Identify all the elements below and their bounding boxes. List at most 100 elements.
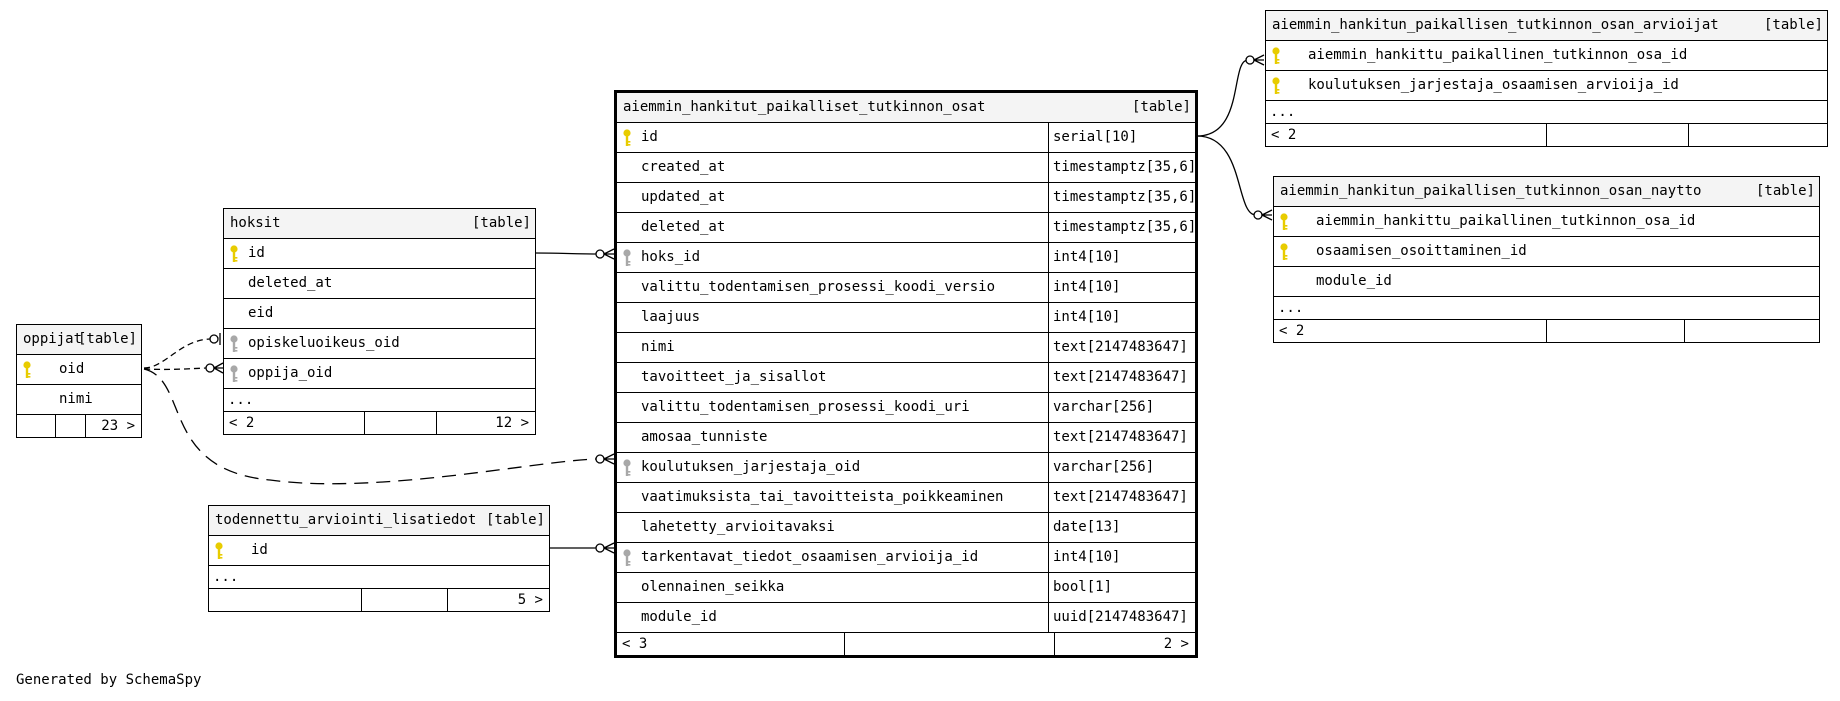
primary-key-icon xyxy=(1271,47,1281,65)
parents-count-link[interactable]: < 2 xyxy=(1279,323,1305,339)
primary-key-icon xyxy=(214,542,224,560)
foreign-key-icon xyxy=(622,459,632,477)
column-row: deleted_at xyxy=(224,269,535,299)
column-row: koulutuksen_jarjestaja_osaamisen_arvioij… xyxy=(1266,71,1827,101)
column-row: osaamisen_osoittaminen_id xyxy=(1274,237,1819,267)
children-count-link[interactable]: 5 > xyxy=(517,592,543,608)
column-name: id xyxy=(248,245,265,261)
table-name[interactable]: todennettu_arviointi_lisatiedot xyxy=(215,512,477,528)
children-count-link[interactable]: 2 > xyxy=(1163,636,1189,652)
table-type-tag: [table] xyxy=(1763,17,1823,33)
table-footer: < 3 2 > xyxy=(617,633,1195,655)
column-type: int4[10] xyxy=(1048,543,1120,572)
parents-count-link[interactable]: < 3 xyxy=(622,636,648,652)
column-row: opiskeluoikeus_oid xyxy=(224,329,535,359)
edge-oppijat-hoksit-oppija xyxy=(143,362,224,374)
table-main: aiemmin_hankitut_paikalliset_tutkinnon_o… xyxy=(614,90,1198,658)
column-row: nimi xyxy=(17,385,141,415)
footer-separator xyxy=(436,412,437,434)
footer-separator xyxy=(364,412,365,434)
more-columns-ellipsis: ... xyxy=(209,566,549,589)
edge-main-naytto xyxy=(1196,135,1273,221)
column-row: tarkentavat_tiedot_osaamisen_arvioija_id… xyxy=(617,543,1195,573)
column-row: oid xyxy=(17,355,141,385)
children-count-link[interactable]: 23 > xyxy=(101,418,135,434)
column-name: tavoitteet_ja_sisallot xyxy=(641,369,827,385)
parents-count-link[interactable]: < 2 xyxy=(1271,127,1297,143)
children-count-link[interactable]: 12 > xyxy=(495,415,529,431)
primary-key-icon xyxy=(622,129,632,147)
column-row: hoks_id int4[10] xyxy=(617,243,1195,273)
column-name: laajuus xyxy=(641,309,701,325)
column-type: serial[10] xyxy=(1048,123,1137,152)
column-name: created_at xyxy=(641,159,726,175)
more-columns-ellipsis: ... xyxy=(224,389,535,412)
footer-separator xyxy=(1054,633,1055,655)
column-name: valittu_todentamisen_prosessi_koodi_uri xyxy=(641,399,970,415)
table-name[interactable]: hoksit xyxy=(230,215,281,231)
column-name: koulutuksen_jarjestaja_osaamisen_arvioij… xyxy=(1308,77,1679,93)
column-name: nimi xyxy=(59,391,93,407)
table-header: aiemmin_hankitun_paikallisen_tutkinnon_o… xyxy=(1266,11,1827,41)
column-type: date[13] xyxy=(1048,513,1120,542)
primary-key-icon xyxy=(1279,213,1289,231)
table-footer: 5 > xyxy=(209,589,549,611)
footer-separator xyxy=(1546,124,1547,146)
column-type: int4[10] xyxy=(1048,243,1120,272)
more-columns-ellipsis: ... xyxy=(1274,297,1819,320)
table-oppijat: oppijat[table] oid nimi 23 > xyxy=(16,324,142,438)
table-todennettu: todennettu_arviointi_lisatiedot[table]id… xyxy=(208,505,550,612)
parents-count-link[interactable]: < 2 xyxy=(229,415,255,431)
column-type: varchar[256] xyxy=(1048,393,1154,422)
table-footer: 23 > xyxy=(17,415,141,437)
column-type: text[2147483647] xyxy=(1048,423,1188,452)
column-name: oid xyxy=(59,361,85,377)
footer-separator xyxy=(85,415,86,437)
table-type-tag: [table] xyxy=(471,215,531,231)
table-name[interactable]: oppijat xyxy=(23,331,83,347)
primary-key-icon xyxy=(1279,243,1289,261)
column-name: updated_at xyxy=(641,189,726,205)
foreign-key-icon xyxy=(622,249,632,267)
footer-separator xyxy=(1688,124,1689,146)
foreign-key-icon xyxy=(622,549,632,567)
column-name: id xyxy=(251,542,268,558)
column-type: varchar[256] xyxy=(1048,453,1154,482)
column-type: bool[1] xyxy=(1048,573,1112,602)
footer-separator xyxy=(447,589,448,611)
table-footer: < 2 xyxy=(1266,124,1827,146)
column-row: oppija_oid xyxy=(224,359,535,389)
column-type: text[2147483647] xyxy=(1048,363,1188,392)
table-name[interactable]: aiemmin_hankitut_paikalliset_tutkinnon_o… xyxy=(623,99,986,115)
column-row: eid xyxy=(224,299,535,329)
column-name: olennainen_seikka xyxy=(641,579,785,595)
primary-key-icon xyxy=(22,361,32,379)
footer-separator xyxy=(1684,320,1685,342)
primary-key-icon xyxy=(229,245,239,263)
primary-key-icon xyxy=(1271,77,1281,95)
column-type: timestamptz[35,6] xyxy=(1048,183,1196,212)
table-name[interactable]: aiemmin_hankitun_paikallisen_tutkinnon_o… xyxy=(1280,183,1702,199)
foreign-key-icon xyxy=(229,335,239,353)
table-name[interactable]: aiemmin_hankitun_paikallisen_tutkinnon_o… xyxy=(1272,17,1719,33)
edge-oppijat-hoksit-opiskeluoikeus xyxy=(143,333,221,369)
column-name: module_id xyxy=(1316,273,1392,289)
column-name: aiemmin_hankittu_paikallinen_tutkinnon_o… xyxy=(1308,47,1688,63)
column-name: valittu_todentamisen_prosessi_koodi_vers… xyxy=(641,279,996,295)
column-type: int4[10] xyxy=(1048,273,1120,302)
table-footer: < 2 12 > xyxy=(224,412,535,434)
column-name: deleted_at xyxy=(248,275,333,291)
column-name: aiemmin_hankittu_paikallinen_tutkinnon_o… xyxy=(1316,213,1696,229)
column-name: hoks_id xyxy=(641,249,701,265)
column-row: updated_at timestamptz[35,6] xyxy=(617,183,1196,213)
column-row: valittu_todentamisen_prosessi_koodi_uri v… xyxy=(617,393,1195,423)
table-type-tag: [table] xyxy=(77,331,137,347)
table-footer: < 2 xyxy=(1274,320,1819,342)
column-name: module_id xyxy=(641,609,717,625)
table-header: aiemmin_hankitut_paikalliset_tutkinnon_o… xyxy=(617,93,1195,123)
table-header: aiemmin_hankitun_paikallisen_tutkinnon_o… xyxy=(1274,177,1819,207)
